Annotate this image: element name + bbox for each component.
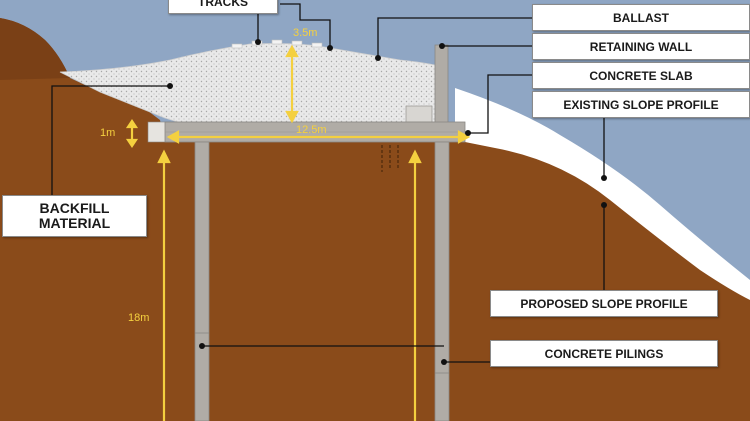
label-tracks-text: TRACKS bbox=[198, 0, 248, 9]
leader-lines bbox=[51, 3, 605, 363]
label-proposed-slope-text: PROPOSED SLOPE PROFILE bbox=[520, 296, 688, 311]
label-tracks: TRACKS bbox=[168, 0, 278, 14]
label-existing-slope: EXISTING SLOPE PROFILE bbox=[532, 91, 750, 118]
label-concrete-slab-text: CONCRETE SLAB bbox=[589, 68, 693, 83]
hill-shading bbox=[0, 18, 70, 80]
label-backfill-material: BACKFILL MATERIAL bbox=[2, 195, 147, 237]
label-retaining-wall: RETAINING WALL bbox=[532, 33, 750, 60]
dimension-piling-depth: 18m bbox=[128, 312, 150, 324]
concrete-piling-right bbox=[434, 141, 450, 421]
retaining-wall bbox=[434, 44, 449, 126]
label-existing-slope-text: EXISTING SLOPE PROFILE bbox=[563, 97, 719, 112]
label-backfill-line1: BACKFILL bbox=[39, 200, 110, 216]
label-proposed-slope: PROPOSED SLOPE PROFILE bbox=[490, 290, 718, 317]
label-concrete-pilings-text: CONCRETE PILINGS bbox=[544, 346, 664, 361]
dimension-slab-width: 12.5m bbox=[296, 124, 327, 136]
label-ballast: BALLAST bbox=[532, 4, 750, 31]
label-retaining-wall-text: RETAINING WALL bbox=[589, 39, 693, 54]
label-ballast-text: BALLAST bbox=[613, 10, 669, 25]
wall-footing-block bbox=[405, 105, 433, 123]
label-concrete-slab: CONCRETE SLAB bbox=[532, 62, 750, 89]
dimension-ballast-height: 3.5m bbox=[293, 27, 318, 39]
label-backfill-line2: MATERIAL bbox=[38, 215, 111, 231]
dimension-lines bbox=[125, 44, 471, 421]
soil-dashed-marks bbox=[381, 145, 399, 172]
dimension-step-height: 1m bbox=[100, 127, 116, 139]
concrete-piling-left bbox=[194, 141, 210, 421]
label-concrete-pilings: CONCRETE PILINGS bbox=[490, 340, 718, 367]
ballast-mound bbox=[59, 43, 436, 123]
soil-mass bbox=[0, 18, 750, 421]
leader-dots bbox=[167, 39, 607, 365]
